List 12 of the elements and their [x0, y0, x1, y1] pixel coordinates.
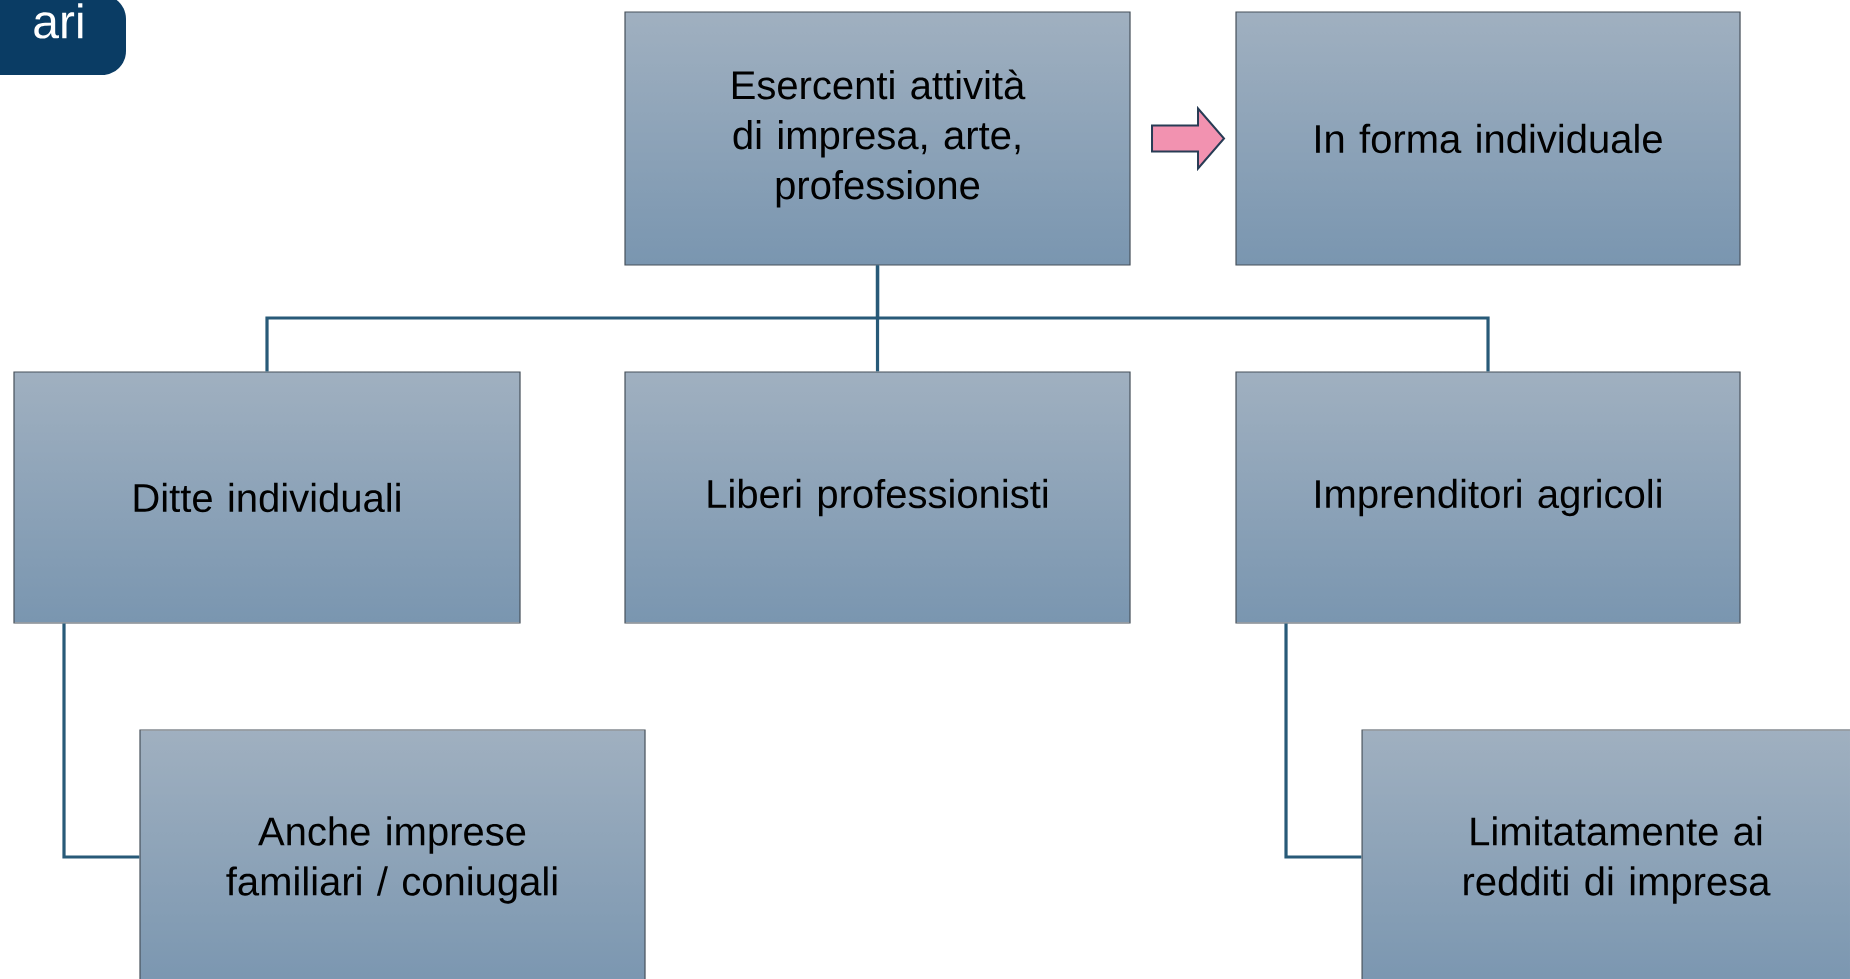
process-box: Anche imprese familiari / coniugali [139, 729, 646, 979]
heading-tab: ari [0, 0, 126, 75]
block-arrow [1151, 105, 1226, 172]
connector-line [62, 623, 140, 859]
connector-line [875, 265, 1490, 372]
process-box: Imprenditori agricoli [1235, 371, 1741, 624]
connector-line [1284, 623, 1362, 859]
process-box: In forma individuale [1235, 11, 1741, 266]
process-box: Liberi professionisti [624, 371, 1131, 624]
process-box: Esercenti attività di impresa, arte, professione [624, 11, 1131, 266]
process-box: Limitatamente ai redditi di impresa [1361, 729, 1850, 979]
process-box: Ditte individuali [13, 371, 521, 624]
